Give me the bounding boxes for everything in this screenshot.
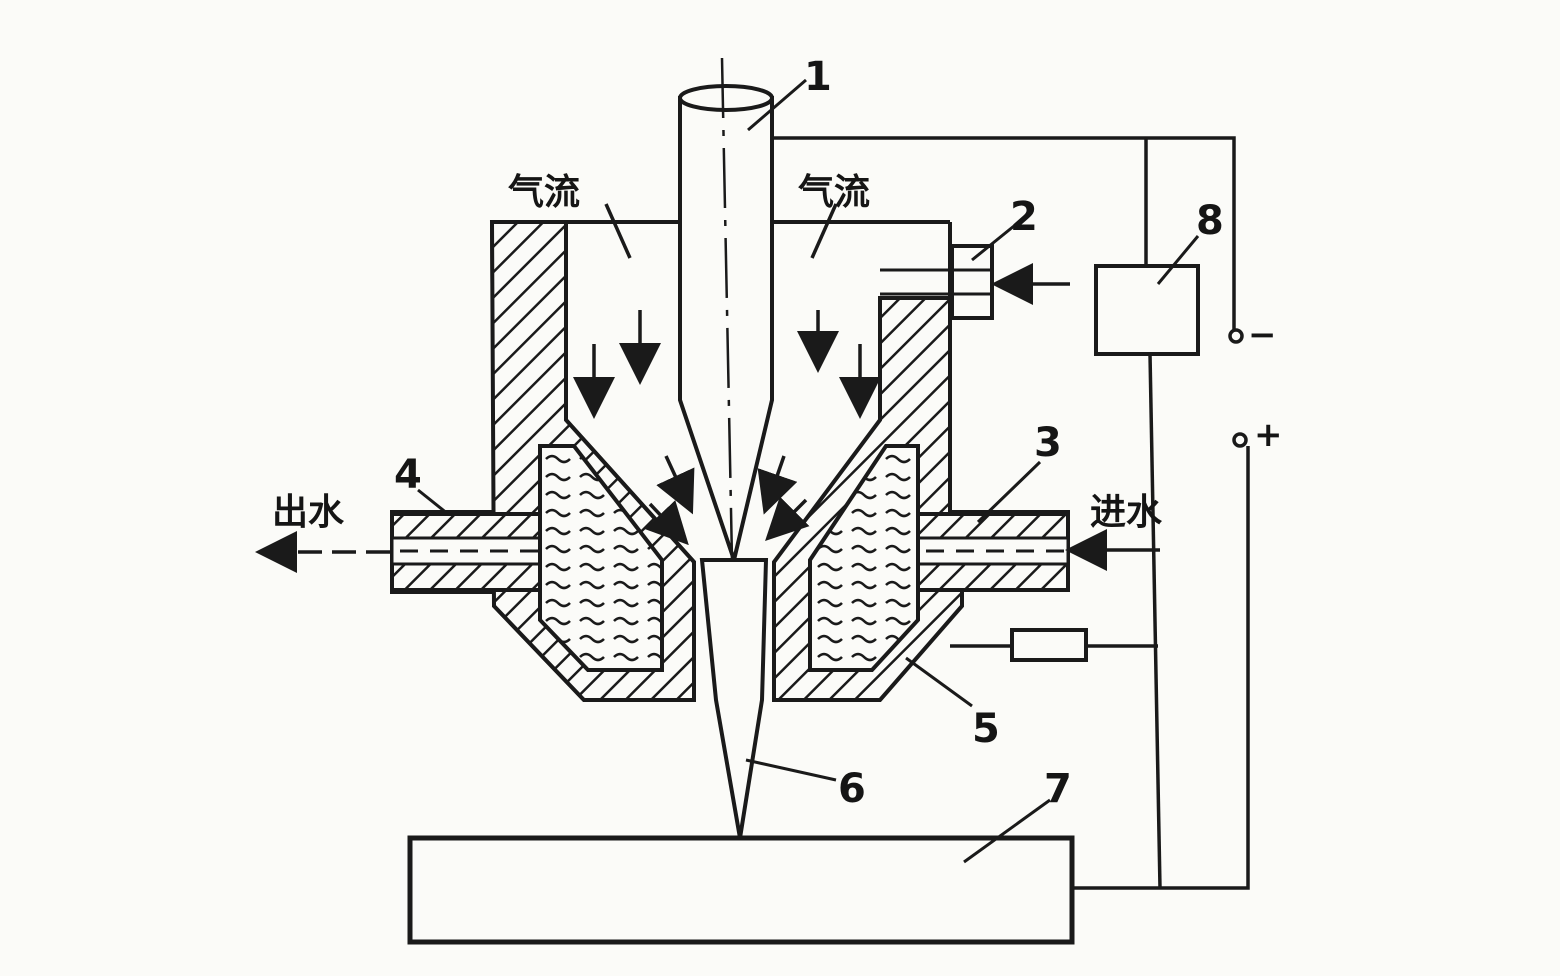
callout-3: 3 xyxy=(1034,420,1062,466)
callout-1: 1 xyxy=(804,54,832,100)
terminal-negative-dot xyxy=(1228,328,1244,344)
gas-flow-arrows xyxy=(573,203,881,546)
gas-flow-label-right: 气流 xyxy=(798,172,870,213)
callout-6: 6 xyxy=(838,766,866,812)
electrode xyxy=(678,57,774,568)
water-inlet-pipe xyxy=(916,512,1070,592)
water-in-label: 进水 xyxy=(1090,492,1163,533)
plasma-arc xyxy=(699,558,769,839)
callout-8: 8 xyxy=(1196,198,1224,244)
resistor xyxy=(1010,628,1088,662)
workpiece xyxy=(407,835,1075,945)
cooling-chamber-left xyxy=(538,444,664,672)
terminal-positive-label: + xyxy=(1254,415,1283,455)
water-outlet-pipe xyxy=(390,512,544,592)
gas-flow-label-left: 气流 xyxy=(508,172,580,213)
circuit-wiring xyxy=(772,136,1250,890)
callout-7: 7 xyxy=(1044,766,1072,812)
power-supply-box xyxy=(1094,264,1200,356)
callout-2: 2 xyxy=(1010,194,1038,240)
terminal-negative-label: − xyxy=(1248,315,1277,355)
callout-leaders xyxy=(417,78,1200,864)
callout-4: 4 xyxy=(394,452,422,498)
water-out-label: 出水 xyxy=(272,492,345,533)
terminal-positive-dot xyxy=(1232,432,1248,448)
callout-5: 5 xyxy=(972,706,1000,752)
gas-inlet-fitting xyxy=(880,244,994,320)
cooling-chamber-right xyxy=(808,444,920,672)
